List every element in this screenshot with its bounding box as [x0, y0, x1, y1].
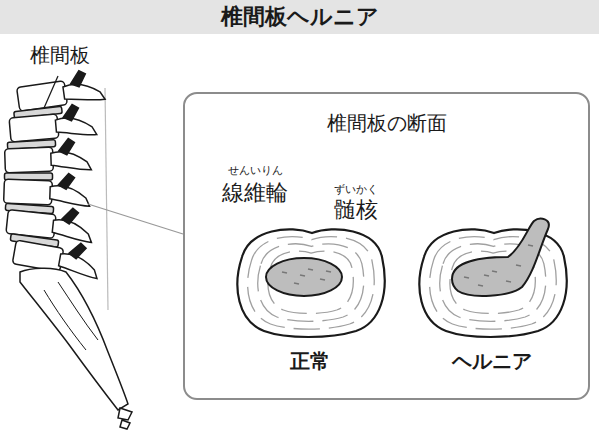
- sacrum: [20, 268, 128, 410]
- nucleus-texture: [308, 269, 313, 270]
- nucleus-texture: [282, 272, 287, 273]
- vertebra: [4, 171, 91, 206]
- facet: [62, 104, 79, 121]
- disc-section: 正常: [230, 217, 390, 385]
- panel-heading: 椎間板の断面: [327, 112, 447, 135]
- callout-line: [88, 204, 183, 234]
- facet: [68, 242, 87, 261]
- part-label: 髄核: [334, 197, 378, 222]
- vertebra: [8, 103, 96, 142]
- spinous-process: [51, 151, 92, 172]
- ruby-reading: ずいかく: [334, 184, 378, 197]
- spinous-process: [50, 185, 91, 206]
- vertebral-body: [9, 114, 59, 142]
- disc-caption: 正常: [290, 350, 330, 373]
- coccyx: [118, 408, 132, 429]
- vertebra: [15, 68, 105, 112]
- part-label: 椎間板: [30, 44, 90, 67]
- vertebra: [4, 138, 91, 173]
- part-label: 線維輪: [222, 180, 288, 205]
- vertebral-body: [5, 147, 54, 173]
- facet: [58, 173, 75, 190]
- nucleus-texture: [478, 285, 483, 286]
- herniated-nucleus: [452, 219, 549, 296]
- annulus-ring: [248, 237, 375, 330]
- sacrum-line: [44, 282, 98, 350]
- spinous-process: [55, 115, 97, 138]
- facet: [69, 70, 87, 88]
- vertebral-body: [12, 240, 63, 272]
- nucleus-texture: [484, 275, 489, 276]
- nucleus-texture: [506, 281, 511, 282]
- annulus-ring: [258, 244, 364, 322]
- nucleus-texture: [326, 271, 331, 272]
- nucleus-texture: [516, 265, 521, 266]
- leader-line: [44, 76, 58, 108]
- nucleus-texture: [528, 245, 533, 246]
- ruby-reading: せんいりん: [228, 165, 283, 178]
- annulus-outline: [237, 229, 384, 337]
- title-text: 椎間板ヘルニア: [221, 4, 379, 29]
- nucleus-texture: [300, 275, 305, 276]
- disc-section: ヘルニア: [412, 217, 572, 385]
- vertebral-body: [4, 179, 53, 205]
- section-panel: 椎間板の断面正常 ヘルニア: [183, 92, 590, 400]
- spinous-process: [63, 80, 105, 105]
- nucleus: [266, 258, 342, 296]
- spine: [4, 68, 132, 429]
- facet: [58, 138, 75, 155]
- nucleus-texture: [464, 277, 469, 278]
- nucleus-texture: [492, 271, 497, 272]
- nucleus-texture: [320, 279, 325, 280]
- nucleus-texture: [294, 283, 299, 284]
- facet: [61, 207, 79, 225]
- guide-line: [105, 88, 108, 310]
- disc-caption: ヘルニア: [452, 350, 532, 373]
- spinous-process: [52, 219, 94, 242]
